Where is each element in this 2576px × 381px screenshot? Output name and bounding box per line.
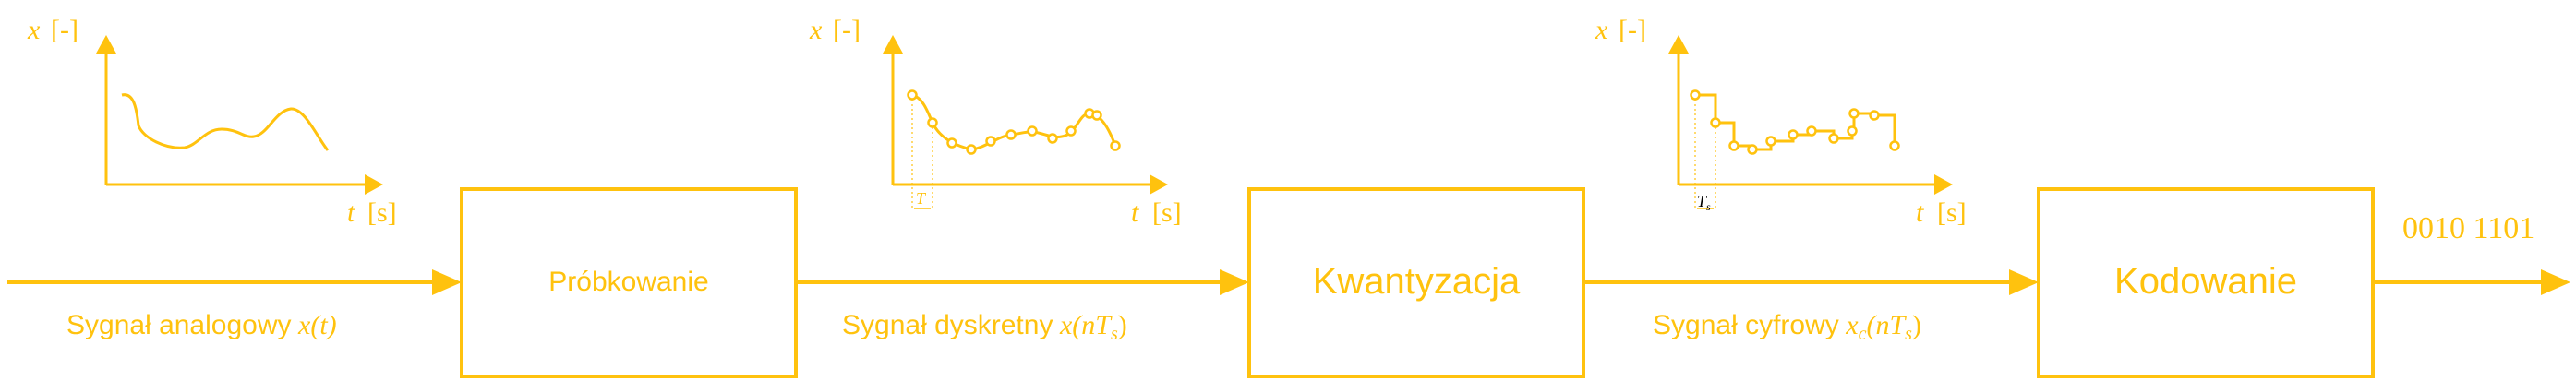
discrete-sample: [985, 136, 996, 147]
discrete-sample: [966, 144, 977, 155]
quantization-block-label: Kwantyzacja: [1313, 261, 1521, 302]
analog-x-arrow: [365, 174, 383, 195]
digital-sample: [1828, 133, 1839, 144]
analog-y-arrow: [96, 35, 116, 54]
analog-xlabel-var: t: [347, 197, 355, 228]
discrete-signal-math-close: ): [1118, 310, 1127, 340]
arrowhead-quantization-to-coding: [2009, 269, 2039, 295]
discrete-signal-plot: [883, 35, 1168, 210]
digital-signal-plot: [1668, 35, 1953, 210]
discrete-sample: [1091, 110, 1102, 121]
discrete-sample: [1047, 133, 1058, 144]
discrete-wave: [911, 93, 1117, 151]
arrowhead-sampling-to-quantization: [1220, 269, 1249, 295]
coding-block-label: Kodowanie: [2114, 261, 2297, 302]
digital-signal-math-sub2: s: [1905, 324, 1912, 344]
digital-signal-math-sub: c: [1859, 324, 1867, 344]
analog-ylabel-unit: [-]: [51, 15, 78, 45]
digital-sample: [1848, 108, 1860, 119]
digital-xlabel-var: t: [1916, 197, 1924, 228]
digital-period-sub: s: [1706, 200, 1711, 213]
discrete-signal-caption: Sygnał dyskretny x(nTs): [842, 310, 1127, 344]
discrete-sample: [1110, 140, 1121, 151]
analog-xlabel-unit: [s]: [367, 197, 397, 228]
digital-period-label: Ts: [1697, 192, 1711, 213]
analog-ylabel-var: x: [27, 15, 41, 45]
discrete-sample: [1005, 129, 1017, 140]
digital-signal-label: Sygnał cyfrowy: [1653, 310, 1839, 340]
discrete-ylabel-var: x: [809, 15, 823, 45]
discrete-sample: [1027, 125, 1038, 137]
digital-signal-math-close: ): [1912, 310, 1921, 340]
digital-ylabel-var: x: [1595, 15, 1608, 45]
discrete-sample: [927, 117, 938, 128]
discrete-period-label: T: [916, 189, 927, 208]
digital-signal-math: x: [1845, 310, 1859, 340]
analog-signal-caption: Sygnał analogowy x(t): [66, 310, 337, 340]
sampling-block-label: Próbkowanie: [548, 267, 708, 297]
digital-sample: [1710, 117, 1721, 128]
discrete-xlabel-unit: [s]: [1152, 197, 1182, 228]
digital-sample: [1728, 140, 1739, 151]
digital-sample: [1747, 144, 1758, 155]
digital-ylabel-unit: [-]: [1619, 15, 1646, 45]
discrete-signal-label: Sygnał dyskretny: [842, 310, 1053, 340]
digital-sample: [1847, 125, 1858, 137]
digital-y-arrow: [1668, 35, 1689, 54]
analog-signal-label: Sygnał analogowy: [66, 310, 292, 340]
digital-sample: [1788, 129, 1799, 140]
discrete-signal-math-sub: s: [1111, 324, 1118, 344]
arrowhead-coding-to-output: [2541, 269, 2570, 295]
discrete-ylabel-unit: [-]: [833, 15, 861, 45]
digital-sample: [1690, 89, 1701, 101]
digital-staircase: [1695, 93, 1896, 151]
digital-sample: [1869, 110, 1880, 121]
discrete-x-arrow: [1150, 174, 1168, 195]
discrete-sample: [907, 89, 918, 101]
discrete-y-arrow: [883, 35, 903, 54]
digital-signal-caption: Sygnał cyfrowy xc(nTs): [1653, 310, 1921, 344]
digital-sample: [1806, 125, 1817, 137]
digital-signal-math-mid: (nT: [1866, 310, 1907, 340]
digital-sample: [1765, 136, 1776, 147]
digital-period-T: T: [1697, 192, 1708, 210]
analog-signal-plot: [96, 35, 383, 195]
analog-signal-math: x(t): [297, 310, 337, 340]
output-bits: 0010 1101: [2402, 211, 2534, 245]
digital-xlabel-unit: [s]: [1937, 197, 1967, 228]
discrete-sample: [1065, 125, 1077, 137]
digital-x-arrow: [1934, 174, 1953, 195]
digital-sample: [1889, 140, 1900, 151]
discrete-signal-math: x(nT: [1059, 310, 1113, 340]
analog-wave: [121, 93, 330, 151]
arrowhead-input-to-sampling: [432, 269, 462, 295]
discrete-sample: [946, 137, 957, 149]
discrete-xlabel-var: t: [1131, 197, 1139, 228]
